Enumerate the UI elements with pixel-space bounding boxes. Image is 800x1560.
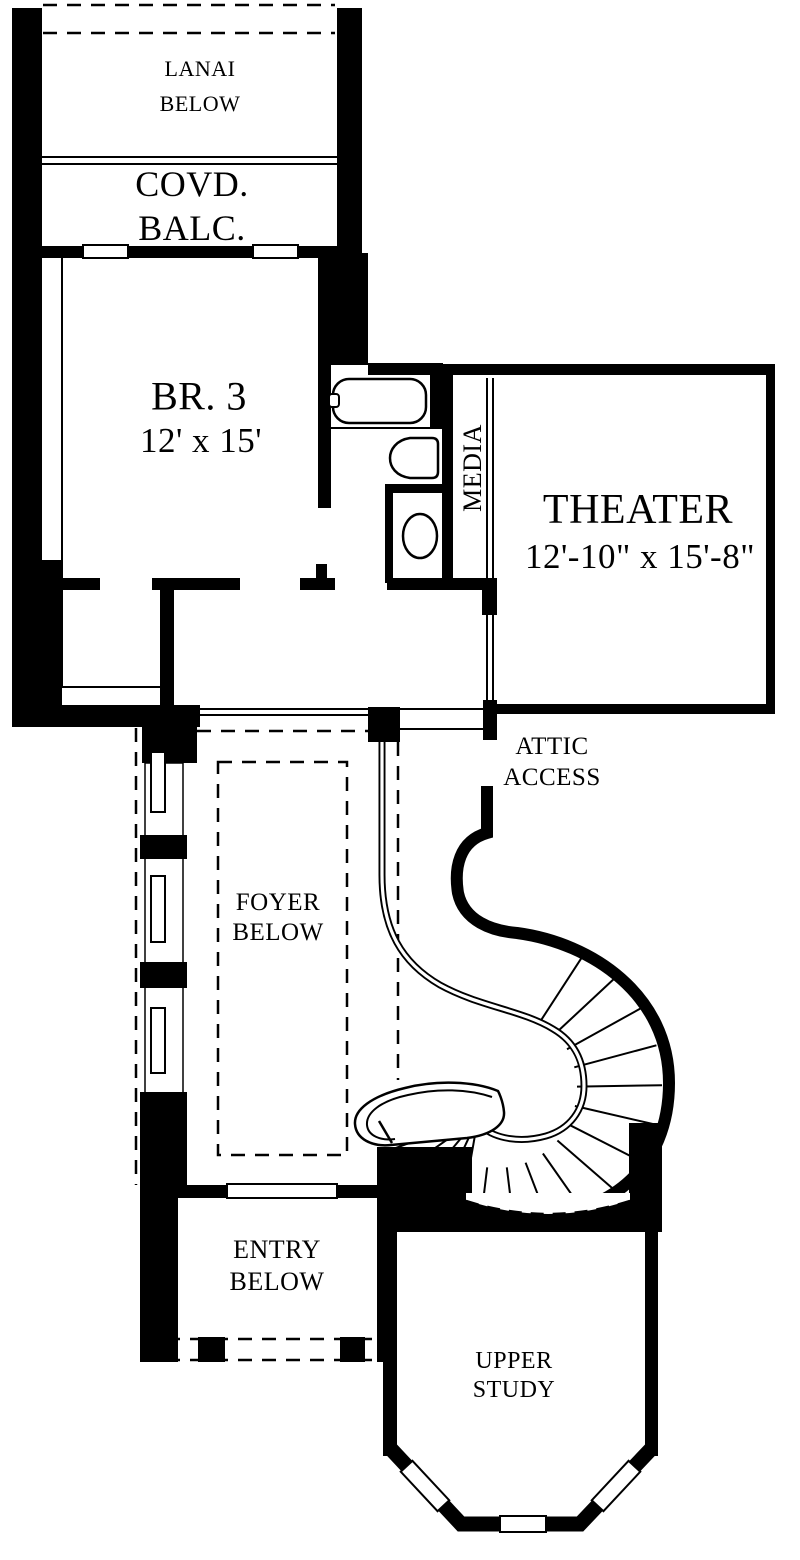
stair-landing-rail-cap <box>353 1081 506 1147</box>
wall-study-left <box>383 1232 397 1456</box>
wall-bath-divider <box>385 484 442 493</box>
room-label-theater: THEATER <box>542 487 734 533</box>
balcony-line2: BALC. <box>138 208 246 248</box>
bay-window-right <box>590 1459 642 1513</box>
room-dims-theater: 12'-10" x 15'-8" <box>525 537 755 576</box>
wall-br3-bottom-b <box>152 578 240 590</box>
post-entry-2 <box>340 1337 365 1362</box>
wall-br3-bottom-c-stub <box>316 564 327 578</box>
wall-theater-right <box>766 364 775 713</box>
room-label-study: UPPER STUDY <box>473 1347 556 1405</box>
room-label-media: MEDIA <box>458 424 487 512</box>
wall-br3-bottom-a <box>42 578 100 590</box>
balcony-window-1 <box>82 244 129 259</box>
foyer-line1: FOYER <box>235 889 321 916</box>
spiral-staircase <box>353 740 676 1232</box>
wall-entry-left <box>140 1198 178 1362</box>
post-foyer-left-2 <box>140 962 187 988</box>
attic-line1: ATTIC <box>515 733 589 760</box>
foyer-line2: BELOW <box>232 919 324 946</box>
stair-step-tick <box>377 1120 394 1144</box>
wall-study-right <box>645 1232 658 1456</box>
br3-closet-outline <box>61 258 160 688</box>
wall-right-upper <box>337 8 362 258</box>
toilet <box>401 512 439 560</box>
wall-closet-right <box>160 590 174 710</box>
wall-media-left <box>442 366 453 583</box>
wall-toilet-left <box>385 493 393 583</box>
wall-br3-right-thick <box>318 253 368 365</box>
bay-window-left <box>399 1459 451 1513</box>
walls <box>12 8 775 1456</box>
windows <box>82 244 642 1533</box>
room-label-attic-access: ATTIC ACCESS <box>503 731 600 793</box>
wall-tub-right <box>430 363 443 428</box>
bay-window-bottom <box>499 1515 547 1533</box>
post-foyer-left-3 <box>140 1092 187 1185</box>
room-dims-br3: 12' x 15' <box>139 421 263 460</box>
balcony-window-2 <box>252 244 299 259</box>
study-line1: UPPER <box>475 1348 553 1374</box>
room-label-foyer: FOYER BELOW <box>232 888 323 948</box>
post-foyer-left-1 <box>140 835 187 859</box>
wall-theater-bottom <box>495 704 775 714</box>
foyer-window-2 <box>150 875 166 943</box>
wall-br3-bottom-c <box>300 578 335 590</box>
stair-arch-gap <box>466 1193 630 1214</box>
bathtub-faucet <box>328 393 340 408</box>
wall-bath-bottom <box>387 578 497 590</box>
room-label-entry: ENTRY BELOW <box>230 1234 325 1298</box>
entry-line1: ENTRY <box>233 1235 321 1264</box>
lanai-line1: LANAI <box>164 56 236 81</box>
balcony-line1: COVD. <box>135 164 249 204</box>
room-label-lanai: LANAI BELOW <box>160 51 241 121</box>
foyer-window-3 <box>150 1007 166 1074</box>
foyer-opening-dashed <box>216 760 349 1157</box>
dashed-lines <box>43 3 400 1362</box>
entry-window <box>226 1183 338 1199</box>
wall-br3-right <box>318 363 331 482</box>
lanai-line2: BELOW <box>159 91 241 116</box>
room-label-br3: BR. 3 <box>151 373 247 419</box>
stair-landing-rail-inner <box>365 1089 493 1141</box>
thin-lines <box>42 156 494 1186</box>
post-foyer-topright <box>368 707 400 742</box>
wall-bath-top <box>368 363 443 375</box>
bathtub <box>331 377 428 425</box>
wall-theater-top <box>443 364 775 375</box>
wall-br3-door-stub <box>318 482 331 508</box>
entry-line2: BELOW <box>229 1267 325 1296</box>
foyer-window-1 <box>150 751 166 813</box>
post-entry-1 <box>198 1337 225 1362</box>
post-hall-right <box>483 700 497 740</box>
study-line2: STUDY <box>472 1377 556 1403</box>
attic-line2: ACCESS <box>503 764 601 791</box>
room-label-balcony: COVD. BALC. <box>135 162 249 250</box>
bathroom-fixtures <box>328 377 440 560</box>
sink <box>388 436 440 480</box>
